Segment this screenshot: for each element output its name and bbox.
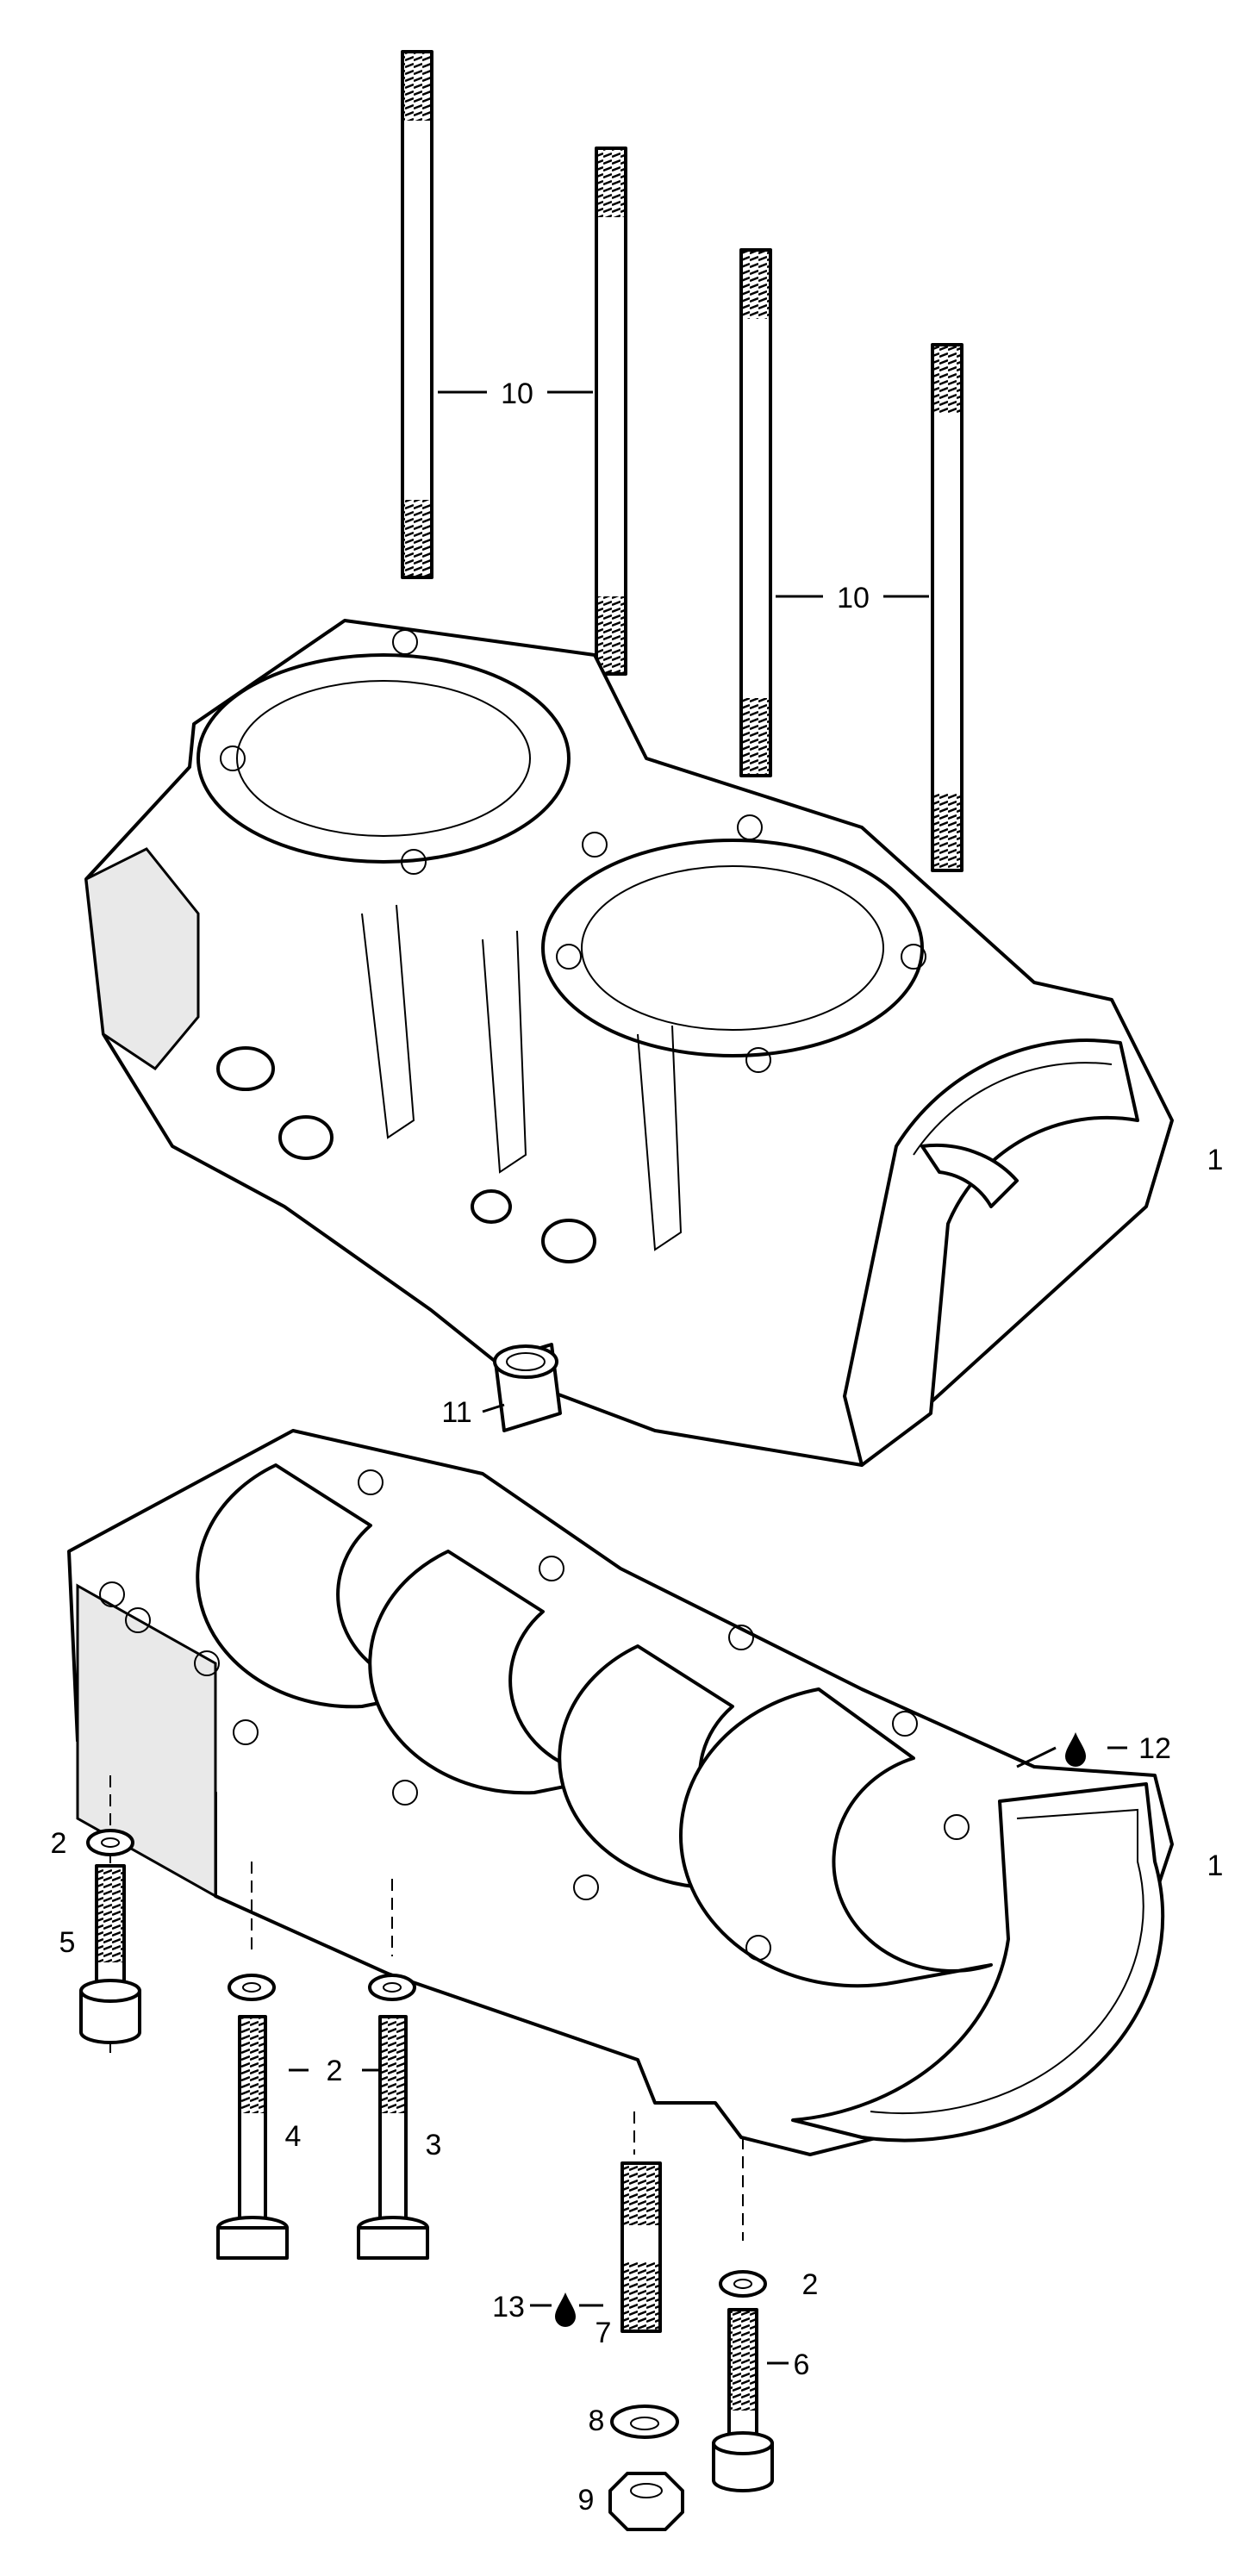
washer-2c — [368, 1974, 416, 2001]
stud-2 — [595, 147, 627, 676]
hex-nut-9 — [608, 2472, 684, 2531]
socket-screw-5 — [79, 1864, 141, 2044]
washer-2d — [719, 2270, 767, 2298]
stud-3 — [739, 248, 772, 777]
callout-2-b: 2 — [327, 2055, 343, 2087]
callout-3: 3 — [426, 2129, 442, 2161]
stud-7 — [620, 2161, 662, 2333]
callout-11: 11 — [441, 1396, 471, 1429]
callout-8: 8 — [589, 2404, 605, 2437]
callout-10-b: 10 — [837, 582, 870, 614]
callout-7: 7 — [596, 2317, 612, 2349]
hex-bolt-3 — [357, 2015, 429, 2260]
callout-12: 12 — [1138, 1732, 1171, 1765]
drop-icon — [1065, 1732, 1086, 1767]
callout-5: 5 — [59, 1926, 76, 1959]
seal-11 — [493, 1343, 562, 1432]
callout-10-a: 10 — [501, 377, 533, 410]
washer-2a — [86, 1829, 134, 1856]
stud-1 — [401, 50, 433, 579]
washer-2b — [228, 1974, 276, 2001]
callout-2-c: 2 — [802, 2268, 819, 2301]
lower-crankcase — [67, 1429, 1174, 2156]
callout-6: 6 — [794, 2348, 810, 2381]
callout-13: 13 — [492, 2291, 525, 2323]
socket-screw-6 — [712, 2308, 774, 2492]
callout-1-lower: 1 — [1207, 1849, 1224, 1882]
callout-2-a: 2 — [51, 1827, 67, 1860]
callout-9: 9 — [578, 2484, 595, 2517]
hex-bolt-4 — [216, 2015, 289, 2260]
upper-crankcase — [84, 619, 1174, 1467]
lock-washer-8 — [610, 2404, 679, 2439]
stud-4 — [931, 343, 963, 872]
callout-1-upper: 1 — [1207, 1144, 1224, 1176]
callout-4: 4 — [285, 2120, 302, 2153]
drop-icon — [555, 2292, 576, 2327]
